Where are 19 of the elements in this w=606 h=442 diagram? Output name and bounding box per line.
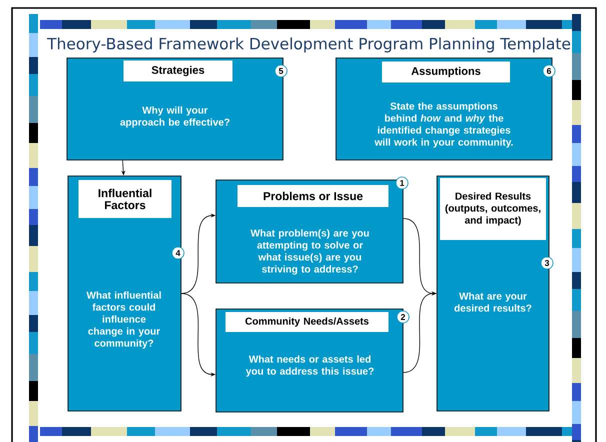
- heading-label: Influential Factors: [78, 180, 172, 218]
- number-badge: 4: [172, 246, 184, 260]
- heading-label: Strategies: [124, 60, 232, 82]
- box-text: Why will your approach be effective?: [120, 106, 230, 128]
- number-badge: 2: [396, 310, 410, 324]
- heading-label: Assumptions: [382, 62, 510, 82]
- number-badge: 5: [274, 64, 288, 78]
- number-badge: 6: [542, 64, 556, 78]
- box-text: What needs or assets led you to address this issue?: [246, 355, 374, 377]
- heading-label: Community Needs/Assets: [226, 312, 388, 332]
- box-text: State the assumptions behind how and why the identified change strategies will work in your community.: [374, 102, 513, 148]
- number-badge: 1: [396, 176, 408, 190]
- title: Theory-Based Framework Development Program Planning Template: [47, 38, 570, 52]
- box-text: What are your desired results?: [454, 292, 532, 312]
- box-text: What influential factors could influence change in your community?: [86, 291, 161, 349]
- heading-label: Problems or Issue: [238, 185, 388, 207]
- box-text: What problem(s) are you attempting to solve or what issue(s) are you striving to address?: [250, 229, 369, 275]
- number-badge: 3: [540, 256, 554, 270]
- heading-label: Desired Results (outputs, outcomes, and impact): [440, 178, 546, 240]
